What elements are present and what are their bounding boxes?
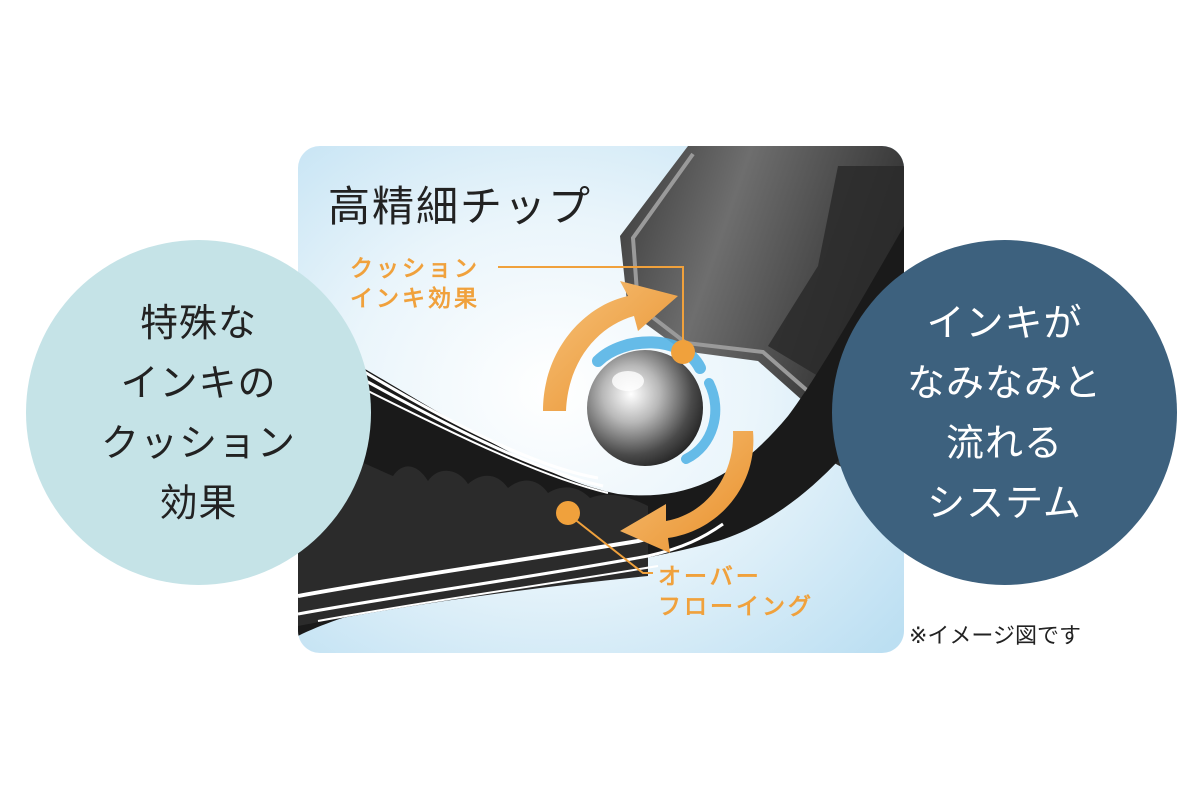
ball-tip (587, 350, 703, 466)
callout-overflow-line2: フローイング (658, 594, 814, 620)
image-note: ※イメージ図です (909, 624, 1081, 649)
callout-cushion-line1: クッション (350, 256, 480, 282)
cushion-arrow-icon (543, 281, 678, 411)
callout-cushion-line2: インキ効果 (350, 286, 480, 312)
right-circle-line-2: なみなみと (906, 360, 1102, 405)
pen-tip-illustration (298, 146, 904, 653)
ball-tip-highlight (612, 371, 644, 391)
callout-line-overflow (567, 513, 653, 574)
overflow-arrow-icon (620, 431, 754, 553)
left-circle-line-2: インキの (120, 360, 277, 405)
right-circle-line-1: インキが (926, 300, 1083, 345)
ink-streak-5 (298, 522, 724, 616)
ink-streak-1 (337, 354, 599, 480)
left-circle-line-1: 特殊な (139, 300, 257, 345)
right-circle-line-3: 流れる (945, 420, 1063, 465)
callout-dot-overflow (556, 501, 580, 525)
callout-dot-cushion (671, 340, 695, 364)
ink-streak-2 (347, 369, 604, 488)
right-feature-circle: インキが なみなみと 流れる システム (832, 240, 1177, 585)
ink-streak-3 (357, 385, 609, 494)
pen-tip-highlight (630, 152, 812, 395)
left-feature-circle: 特殊な インキの クッション 効果 (26, 240, 371, 585)
callout-label-cushion: クッション インキ効果 (350, 254, 480, 314)
ink-streak-6 (317, 565, 659, 622)
callout-label-overflow: オーバー フローイング (658, 562, 814, 622)
callout-overflow-line1: オーバー (658, 564, 762, 590)
cushion-ring-right (681, 378, 721, 464)
right-circle-line-4: システム (927, 480, 1082, 525)
panel-title: 高精細チップ (328, 182, 593, 231)
callout-line-cushion (498, 266, 684, 350)
illustration-panel: 高精細チップ クッション インキ効果 オーバー フローイング (298, 146, 904, 653)
left-circle-line-3: クッション (100, 420, 296, 465)
left-circle-line-4: 効果 (159, 480, 238, 525)
